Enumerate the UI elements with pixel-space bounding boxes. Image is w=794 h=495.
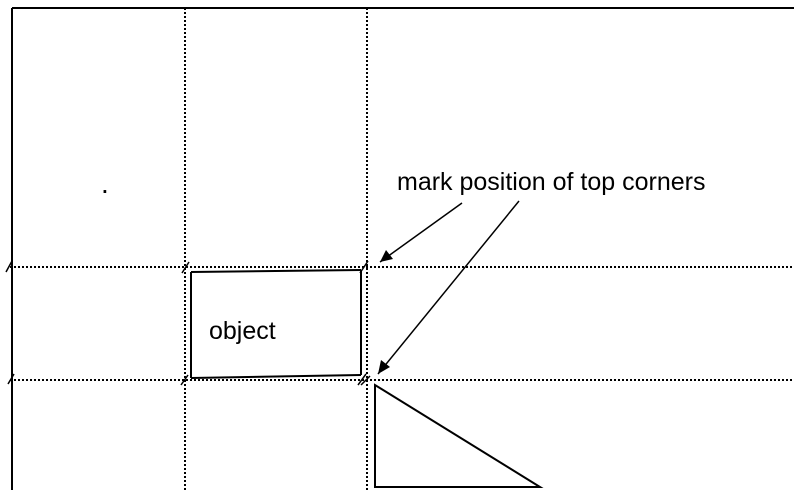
tick-mark-obj-bottom-left	[180, 374, 189, 386]
object-rectangle	[190, 269, 362, 379]
tick-mark-obj-top-left	[181, 261, 190, 274]
triangle-shape	[374, 383, 544, 488]
tick-mark-obj-bottom-right	[357, 373, 367, 386]
object-label: object	[209, 317, 276, 345]
annotation-label: mark position of top corners	[397, 168, 705, 196]
tick-mark-triangle-corner	[360, 375, 371, 386]
tick-mark-left-bottom	[7, 373, 15, 385]
arrow-to-triangle-corner	[377, 200, 520, 375]
arrow-to-top-corner	[379, 202, 463, 263]
dot-mark: .	[101, 168, 109, 199]
tick-mark-left-top	[5, 260, 13, 273]
